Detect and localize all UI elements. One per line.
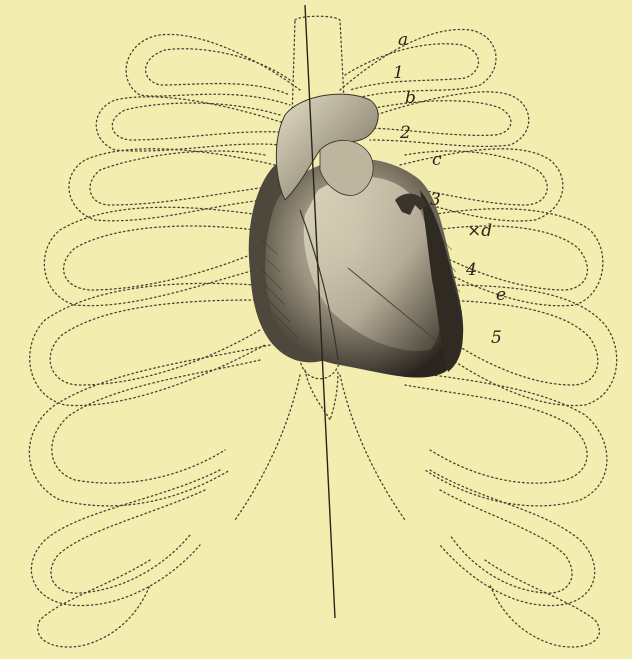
rib-left-5	[30, 283, 265, 405]
label-a: a	[398, 30, 408, 50]
rib-left-7-inner	[51, 490, 205, 593]
rib-right-7	[430, 470, 595, 606]
rib-left-3-inner	[90, 151, 265, 205]
rib-left-1-inner	[146, 49, 290, 95]
label-c: c	[432, 150, 442, 170]
rib-right-1-inner	[345, 44, 479, 90]
rib-right-1	[340, 29, 496, 100]
label-3: 3	[430, 190, 441, 210]
label-1: 1	[393, 63, 404, 83]
costal-margin-left	[235, 375, 300, 520]
rib-left-4	[44, 207, 260, 305]
rib-right-7-inner	[440, 490, 572, 593]
rib-right-6	[400, 370, 607, 506]
rib-left-3	[69, 149, 275, 221]
label-2: 2	[399, 123, 411, 143]
rib-left-6	[29, 345, 270, 506]
rib-right-4-inner	[435, 226, 587, 290]
rib-left-5-inner	[50, 300, 260, 385]
xiphoid	[305, 370, 338, 420]
rib-right-2-inner	[365, 101, 511, 136]
costal-margin-right	[340, 375, 405, 520]
rib-right-6-inner	[405, 385, 587, 483]
label-e: e	[496, 285, 506, 305]
label-b: b	[405, 88, 416, 108]
rib-left-2	[96, 97, 290, 151]
label-4: 4	[465, 260, 477, 280]
rib-left-4-inner	[64, 226, 255, 290]
rib-left-6-inner	[52, 360, 260, 483]
heart-illustration	[249, 94, 463, 377]
rib-left-2-inner	[112, 103, 280, 140]
rib-left-8	[38, 560, 150, 647]
rib-left-7	[31, 470, 220, 606]
rib-right-8	[485, 560, 599, 647]
label-d: ×d	[467, 221, 492, 241]
rib-right-2	[360, 92, 529, 147]
label-5: 5	[491, 328, 502, 348]
